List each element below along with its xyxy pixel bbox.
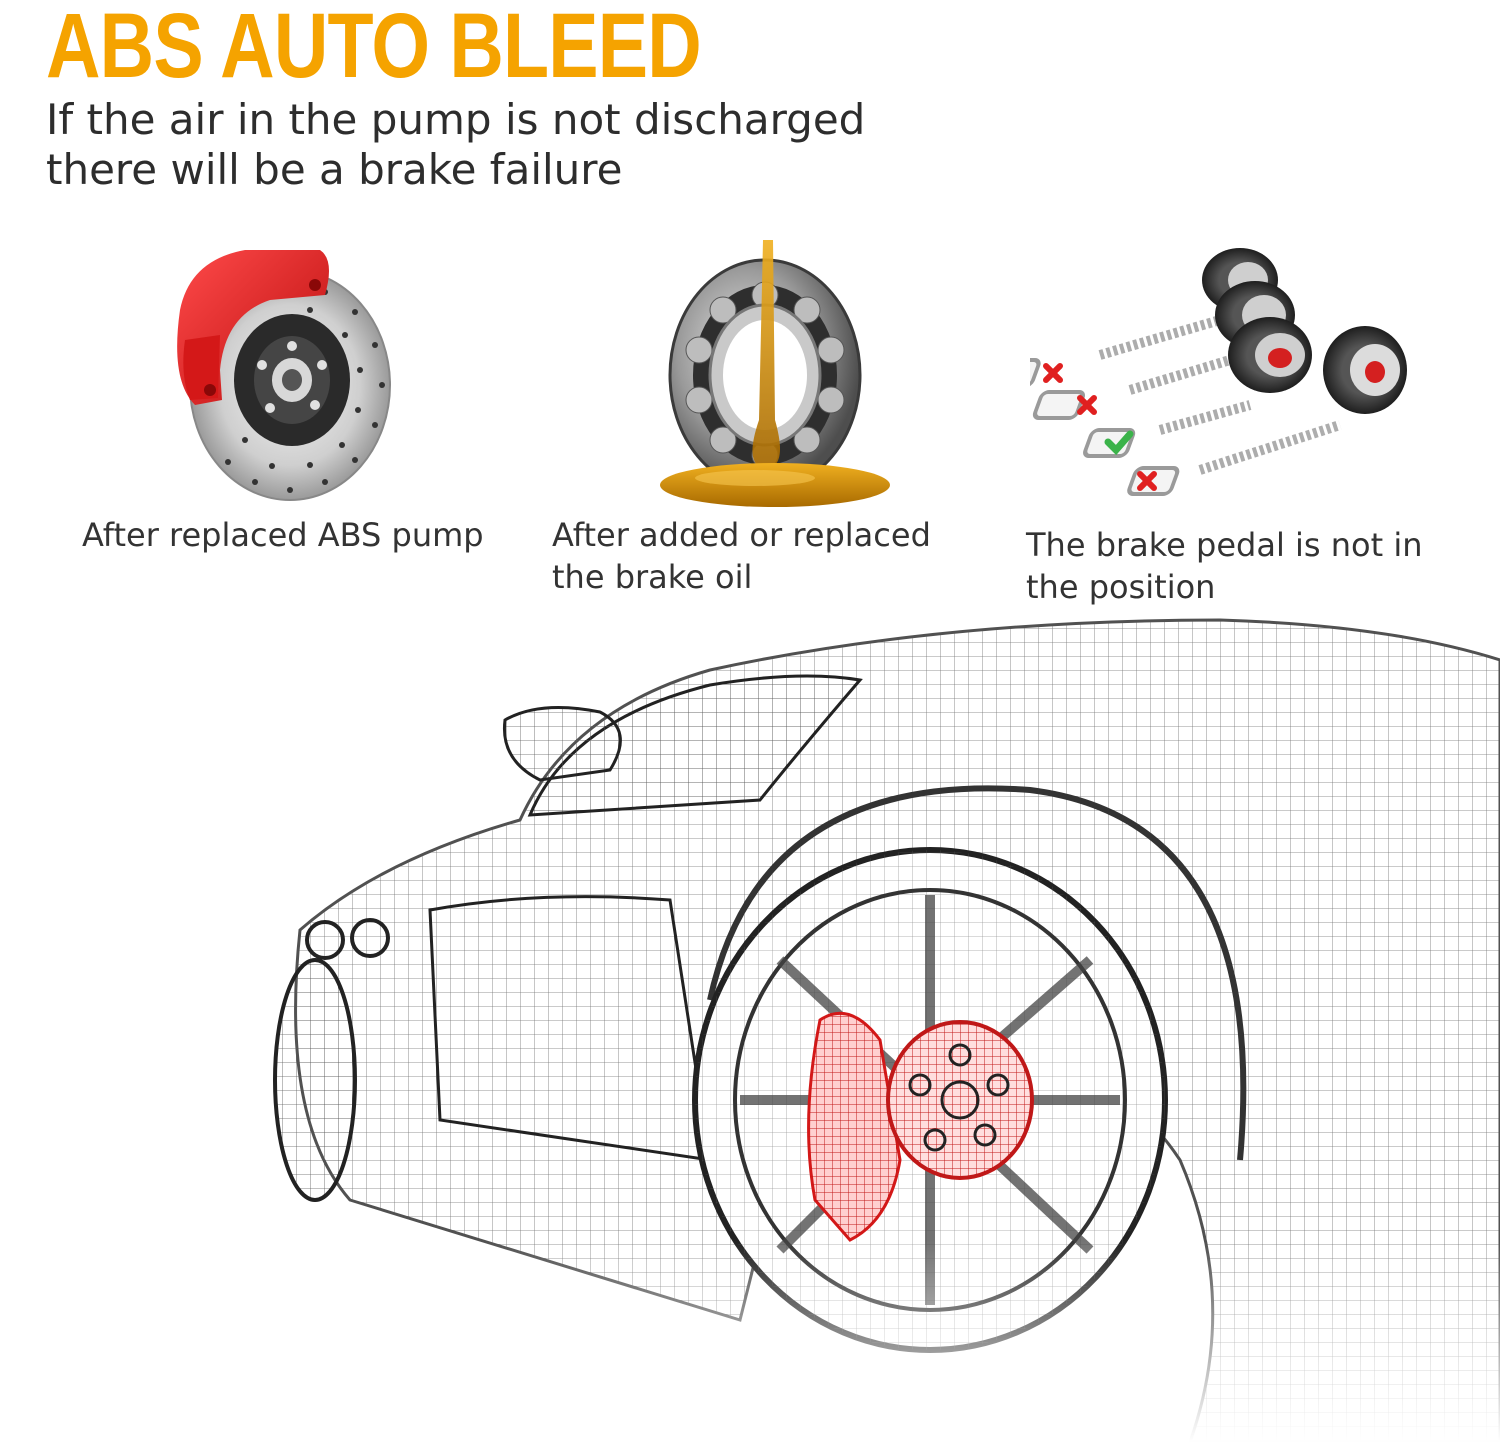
subtitle-line-1: If the air in the pump is not discharged: [46, 95, 866, 144]
feature-label-brake-oil: After added or replaced the brake oil: [552, 516, 931, 596]
subtitle-line-2: there will be a brake failure: [46, 145, 623, 194]
oil-bearing-icon: [660, 240, 890, 507]
page-title: ABS AUTO BLEED: [46, 0, 702, 97]
feature-label-abs-pump: After replaced ABS pump: [82, 516, 484, 554]
page-subtitle: If the air in the pump is not discharged…: [46, 95, 946, 195]
tire-alignment-icon: [1030, 248, 1407, 496]
brake-disc-icon: [177, 250, 391, 501]
feature-label-brake-pedal: The brake pedal is not in the position: [1026, 526, 1423, 606]
wireframe-car-illustration: [240, 618, 1500, 1442]
